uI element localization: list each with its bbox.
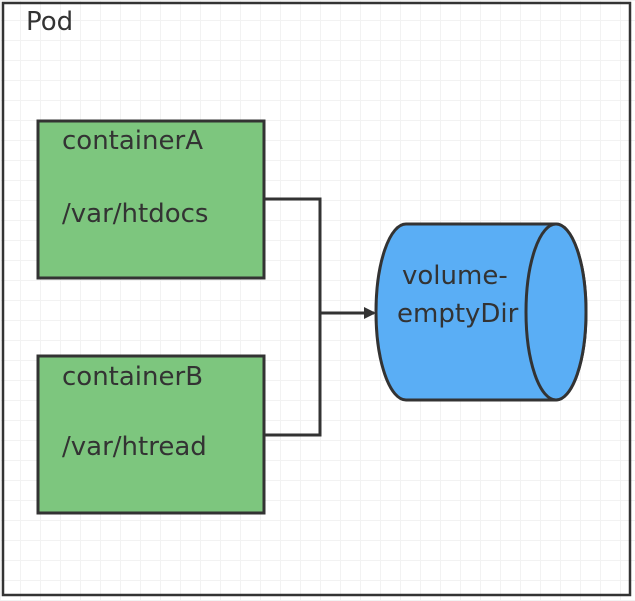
container-b-box [36, 354, 266, 515]
connector-a [264, 197, 322, 313]
volume-label-line2: emptyDir [397, 299, 519, 329]
volume-cylinder [374, 222, 588, 402]
container-a-path: /var/htdocs [62, 199, 209, 229]
volume-end-cap [524, 222, 588, 402]
container-a-name: containerA [62, 126, 203, 156]
container-b-path: /var/htread [62, 432, 207, 462]
container-b-name: containerB [62, 362, 204, 392]
pod-title: Pod [26, 7, 74, 37]
volume-label-line1: volume- [402, 261, 508, 291]
connector-b [264, 313, 322, 437]
container-a-box [36, 119, 266, 280]
